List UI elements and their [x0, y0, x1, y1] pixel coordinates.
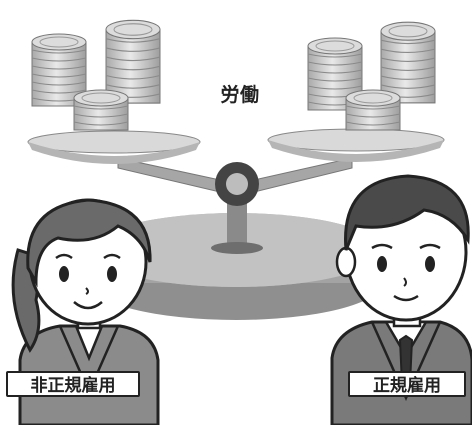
right-pan — [267, 128, 445, 162]
labor-heading: 労働 — [220, 84, 260, 106]
scale-base — [90, 196, 382, 320]
coins-left-icon — [31, 19, 161, 131]
woman-worker-icon — [11, 198, 160, 425]
scale-beam — [117, 157, 353, 206]
regular-employment-label: 正規雇用 — [348, 371, 466, 397]
non-regular-employment-label: 非正規雇用 — [6, 371, 140, 397]
man-worker-icon — [330, 174, 472, 425]
left-pan — [27, 130, 201, 164]
coins-right-icon — [307, 21, 436, 131]
